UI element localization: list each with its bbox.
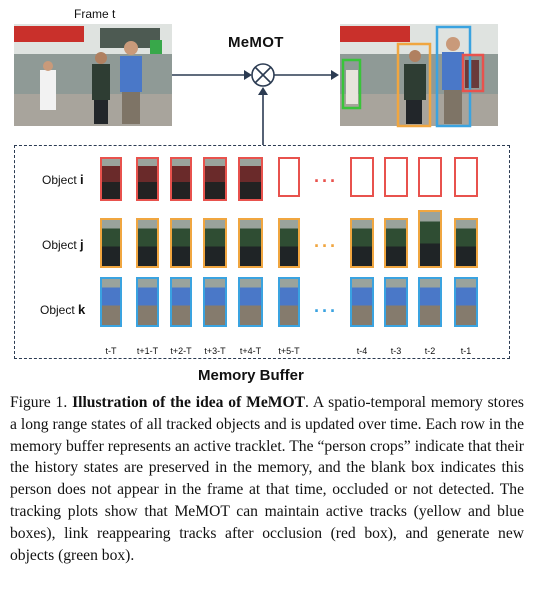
person-crop bbox=[170, 157, 192, 201]
reappearing-track-red-box bbox=[461, 53, 485, 93]
person-crop bbox=[384, 218, 408, 268]
input-frame-photo bbox=[14, 24, 172, 126]
output-frame-photo bbox=[340, 24, 498, 128]
ellipsis-row-j: ··· bbox=[314, 236, 338, 256]
person-crop bbox=[454, 218, 478, 268]
caption-title: Illustration of the idea of MeMOT bbox=[72, 394, 306, 411]
empty-memory-slot bbox=[350, 157, 374, 197]
person-crop bbox=[203, 277, 227, 327]
person-crop bbox=[136, 218, 159, 268]
empty-memory-slot bbox=[278, 157, 300, 197]
person-crop bbox=[170, 277, 192, 327]
person-crop bbox=[454, 277, 478, 327]
object-i-label: Object i bbox=[42, 172, 84, 187]
empty-memory-slot bbox=[418, 157, 442, 197]
active-track-yellow-box bbox=[396, 42, 432, 128]
object-j-label: Object j bbox=[42, 237, 84, 252]
new-object-box bbox=[341, 58, 362, 110]
person-crop bbox=[418, 210, 442, 268]
person-crop bbox=[203, 218, 227, 268]
person-crop bbox=[238, 157, 263, 201]
ellipsis-row-k: ··· bbox=[314, 301, 338, 321]
person-crop bbox=[278, 218, 300, 268]
object-k-label: Object k bbox=[40, 302, 86, 317]
caption-body: . A spatio-temporal memory stores a long… bbox=[10, 394, 524, 564]
time-tick: t-4 bbox=[356, 346, 368, 356]
person-crop bbox=[100, 277, 122, 327]
time-tick: t+3-T bbox=[204, 346, 226, 356]
figure-caption: Figure 1. Illustration of the idea of Me… bbox=[10, 392, 524, 566]
time-tick: t+1-T bbox=[136, 346, 159, 356]
empty-memory-slot bbox=[384, 157, 408, 197]
time-tick: t-2 bbox=[424, 346, 436, 356]
time-tick: t+4-T bbox=[239, 346, 262, 356]
caption-prefix: Figure 1. bbox=[10, 394, 73, 411]
person-crop bbox=[384, 277, 408, 327]
memory-buffer bbox=[14, 145, 510, 359]
empty-memory-slot bbox=[454, 157, 478, 197]
buffer-label: Memory Buffer bbox=[198, 367, 304, 384]
time-tick: t+5-T bbox=[278, 346, 300, 356]
person-crop bbox=[350, 277, 374, 327]
time-tick: t-1 bbox=[460, 346, 472, 356]
person-crop bbox=[100, 157, 122, 201]
person-crop bbox=[350, 218, 374, 268]
person-crop bbox=[238, 277, 263, 327]
memory-arrow-up-icon bbox=[258, 87, 268, 95]
person-crop bbox=[238, 218, 263, 268]
top-diagram bbox=[14, 24, 498, 145]
person-crop bbox=[418, 277, 442, 327]
person-crop bbox=[100, 218, 122, 268]
time-tick: t+2-T bbox=[170, 346, 192, 356]
frame-label: Frame t bbox=[74, 7, 116, 21]
person-crop bbox=[170, 218, 192, 268]
time-tick: t-3 bbox=[390, 346, 402, 356]
time-tick: t-T bbox=[105, 346, 117, 356]
person-crop bbox=[203, 157, 227, 201]
ellipsis-row-i: ··· bbox=[314, 171, 338, 191]
active-track-blue-box bbox=[435, 25, 472, 128]
method-label: MeMOT bbox=[228, 34, 284, 51]
person-crop bbox=[136, 157, 159, 201]
person-crop bbox=[136, 277, 159, 327]
person-crop bbox=[278, 277, 300, 327]
